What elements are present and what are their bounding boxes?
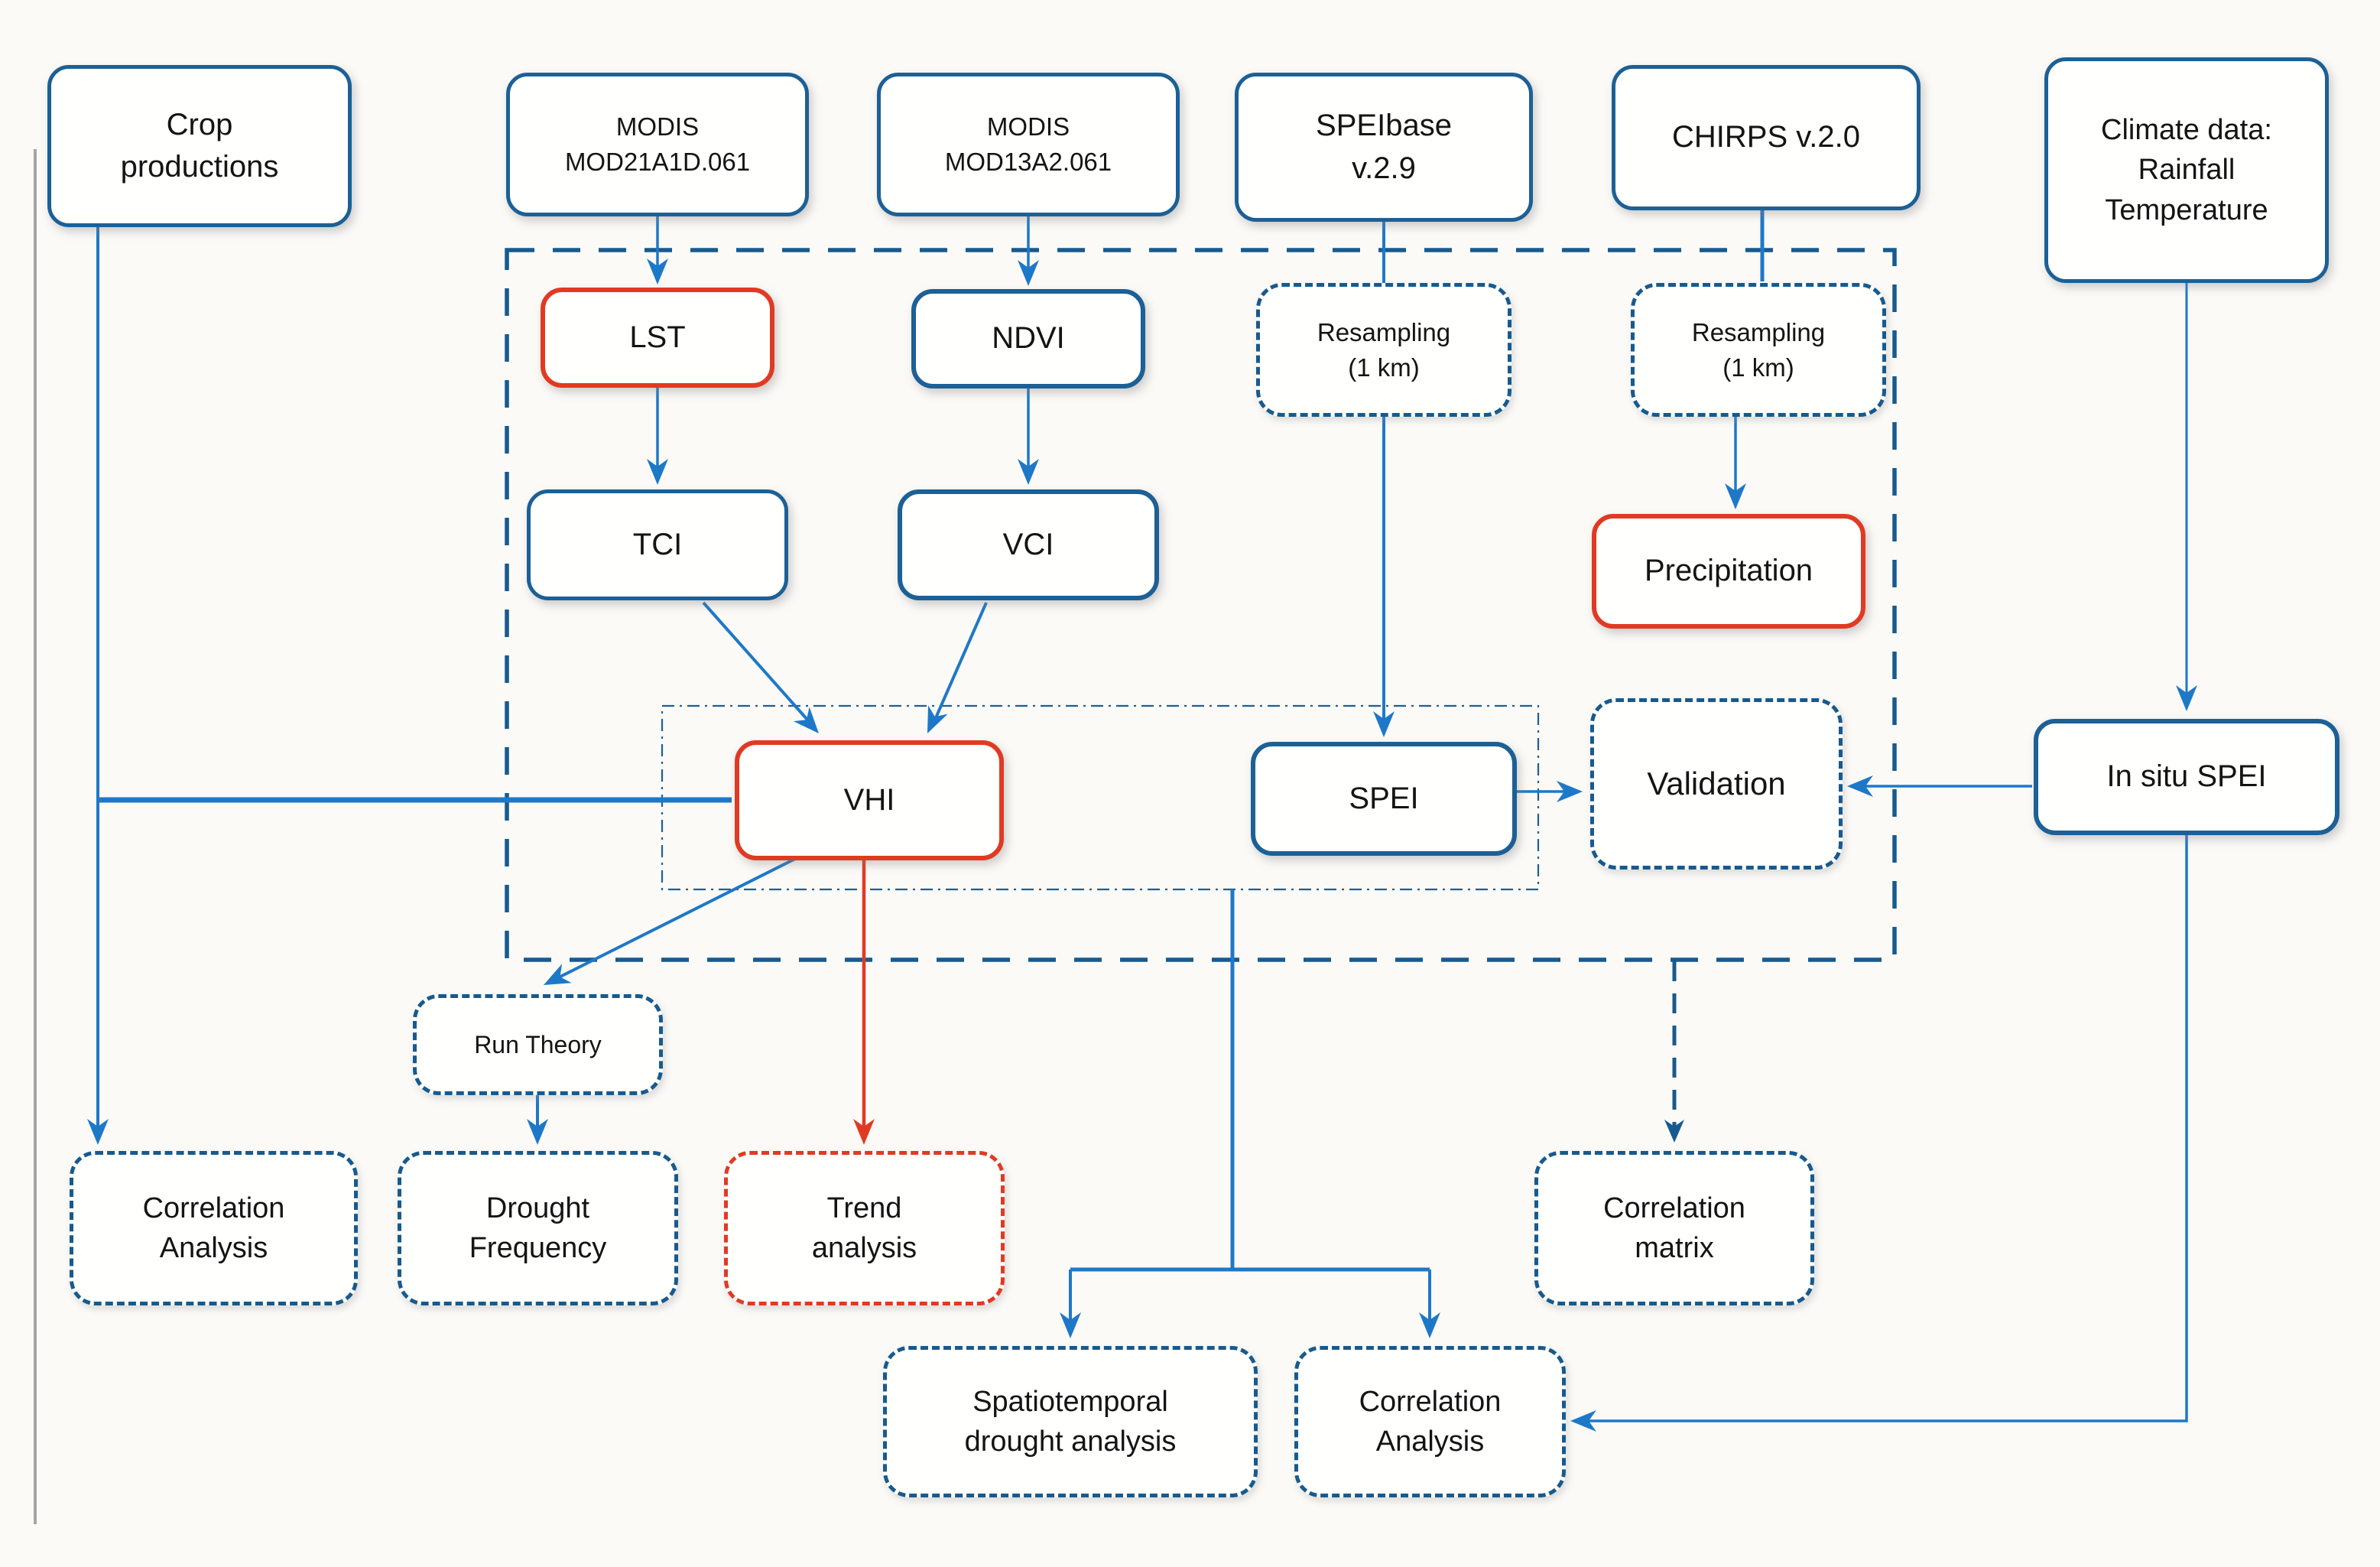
connector-vhi-to-run-theory: [544, 857, 796, 985]
connector-run-theory-to-drought-frequency: [527, 1095, 548, 1145]
node-crop-productions-label: Crop: [166, 107, 233, 141]
node-resampling-chirps-label: Resampling: [1691, 317, 1826, 346]
node-validation: Validation: [1590, 698, 1843, 870]
processing-boundary-rect: [505, 248, 1897, 962]
node-climate-data-label: Climate data:: [2101, 113, 2272, 146]
node-trend-analysis: Trend analysis: [724, 1151, 1005, 1305]
node-in-situ-spei-label: In situ SPEI: [2106, 759, 2267, 794]
node-correlation-analysis-bottom-label: Analysis: [1375, 1426, 1485, 1458]
connector-spei-branch-tee: [1060, 889, 1440, 1338]
node-modis-mod13a2-label: MODIS: [986, 112, 1070, 141]
node-tci: TCI: [527, 489, 788, 600]
node-drought-frequency-label: Drought: [485, 1192, 590, 1224]
node-trend-analysis-label: analysis: [811, 1232, 917, 1264]
node-precipitation-label: Precipitation: [1644, 554, 1813, 588]
connector-tci-to-vhi: [702, 601, 819, 733]
node-drought-frequency-label: Frequency: [469, 1232, 607, 1264]
node-run-theory: Run Theory: [413, 994, 663, 1095]
connector-ndvi-to-vci: [1018, 388, 1039, 485]
connector-lst-to-tci: [647, 388, 668, 485]
node-modis-mod21a1d-label: MOD21A1D.061: [564, 148, 751, 176]
node-run-theory-label: Run Theory: [474, 1030, 602, 1058]
node-vci: VCI: [898, 489, 1159, 600]
connector-boundary-to-correlation-matrix: [1664, 961, 1684, 1143]
node-modis-mod21a1d-label: MODIS: [615, 112, 700, 141]
connector-spei-to-validation: [1517, 781, 1583, 802]
node-vhi-label: VHI: [843, 782, 895, 817]
connector-insitu-to-validation: [1847, 775, 2032, 797]
connector-climate-to-insitu: [2176, 283, 2197, 711]
node-resampling-speibase: Resampling (1 km): [1256, 283, 1511, 417]
node-resampling-speibase-label: Resampling: [1317, 317, 1451, 346]
node-spei: SPEI: [1251, 742, 1517, 856]
connector-crop-to-correlation-left: [87, 227, 109, 1145]
node-spatiotemporal-drought-analysis: Spatiotemporal drought analysis: [883, 1346, 1258, 1497]
connector-vci-to-vhi: [927, 602, 988, 733]
node-validation-label: Validation: [1647, 766, 1786, 802]
node-correlation-matrix-label: matrix: [1635, 1232, 1714, 1264]
node-ndvi-label: NDVI: [992, 321, 1065, 356]
node-climate-data-label: Temperature: [2105, 193, 2268, 226]
connector-resampling-to-precipitation: [1725, 417, 1746, 509]
node-climate-data-label: Rainfall: [2138, 154, 2236, 187]
node-correlation-analysis-left-label: Analysis: [159, 1232, 268, 1264]
connector-modis13-to-ndvi: [1018, 216, 1039, 286]
node-modis-mod21a1d: MODIS MOD21A1D.061: [506, 73, 809, 216]
node-precipitation: Precipitation: [1592, 514, 1865, 629]
node-correlation-analysis-left-label: Correlation: [142, 1192, 285, 1224]
node-vhi: VHI: [735, 740, 1004, 860]
connector-vhi-to-trend-analysis: [853, 860, 875, 1145]
node-tci-label: TCI: [632, 527, 683, 561]
node-lst-label: LST: [629, 320, 686, 354]
node-in-situ-spei: In situ SPEI: [2034, 719, 2339, 835]
connector-insitu-to-correlation-bottom: [1570, 835, 2188, 1432]
node-resampling-chirps-label: (1 km): [1722, 353, 1794, 382]
node-speibase-label: SPEIbase: [1316, 109, 1452, 143]
node-trend-analysis-label: Trend: [826, 1192, 902, 1224]
node-modis-mod13a2-label: MOD13A2.061: [944, 148, 1112, 176]
node-speibase: SPEIbase v.2.9: [1235, 73, 1533, 222]
node-correlation-analysis-bottom-label: Correlation: [1359, 1385, 1502, 1418]
node-resampling-chirps: Resampling (1 km): [1631, 283, 1886, 417]
node-correlation-matrix-label: Correlation: [1603, 1192, 1745, 1224]
node-chirps-label: CHIRPS v.2.0: [1672, 120, 1860, 154]
node-speibase-label: v.2.9: [1352, 151, 1416, 185]
node-crop-productions: Crop productions: [47, 65, 352, 227]
node-lst: LST: [541, 288, 774, 388]
node-crop-productions-label: productions: [120, 150, 279, 184]
node-ndvi: NDVI: [911, 289, 1145, 388]
node-resampling-speibase-label: (1 km): [1348, 353, 1420, 382]
node-spatiotemporal-drought-analysis-label: drought analysis: [964, 1426, 1177, 1458]
node-spatiotemporal-drought-analysis-label: Spatiotemporal: [972, 1385, 1168, 1418]
node-modis-mod13a2: MODIS MOD13A2.061: [877, 73, 1180, 216]
node-spei-label: SPEI: [1349, 781, 1419, 815]
connector-modis21-to-lst: [647, 216, 668, 284]
node-vci-label: VCI: [1002, 527, 1054, 561]
node-correlation-matrix: Correlation matrix: [1534, 1151, 1814, 1305]
node-chirps: CHIRPS v.2.0: [1612, 65, 1921, 210]
